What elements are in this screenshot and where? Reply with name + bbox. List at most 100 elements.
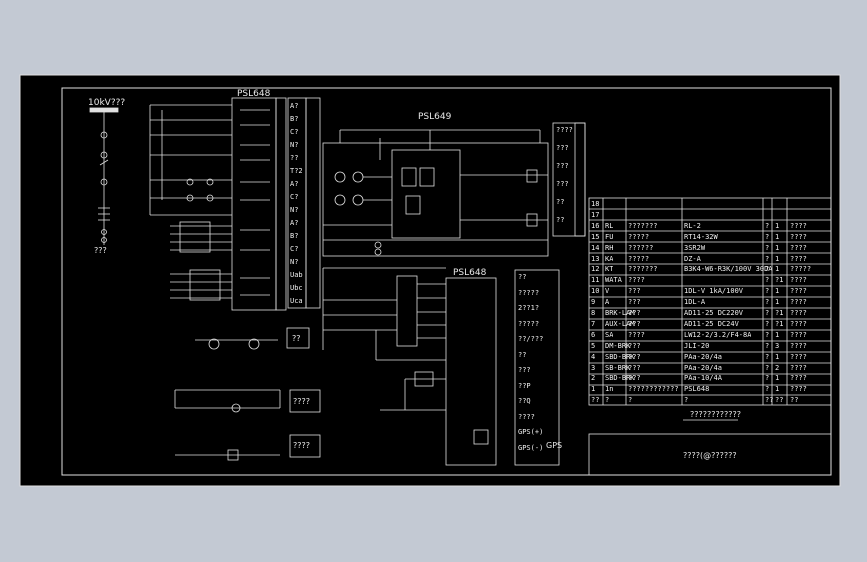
parts-cell-note: ???? <box>790 330 807 339</box>
parts-cell-no: 2 <box>591 374 596 383</box>
parts-cell-spec: RL-2 <box>684 221 701 230</box>
parts-cell-qty: ?? <box>775 396 784 405</box>
terminal-lower-label: 2??1? <box>518 304 540 312</box>
parts-cell-code: SBD-BRK <box>605 374 635 383</box>
parts-cell-unit: ? <box>765 276 770 285</box>
parts-cell-unit: ? <box>765 243 770 252</box>
parts-cell-name: ??? <box>628 352 641 361</box>
parts-cell-spec: PAa-20/4a <box>684 352 722 361</box>
parts-cell-no: 18 <box>591 200 600 208</box>
parts-cell-name: ??? <box>628 298 641 307</box>
parts-cell-code: SB-BRK <box>605 363 631 372</box>
parts-cell-spec: DZ-A <box>684 254 701 263</box>
parts-cell-unit: ? <box>765 221 770 230</box>
terminal-lower-label: ??P <box>518 381 531 390</box>
parts-cell-qty: 1 <box>775 298 780 307</box>
parts-cell-code: FU <box>605 232 614 241</box>
parts-cell-no: 4 <box>591 352 596 361</box>
parts-cell-spec: ? <box>684 396 689 405</box>
parts-cell-name: ?????? <box>628 243 654 252</box>
terminal-right-label: ???? <box>556 126 573 134</box>
parts-cell-unit: ? <box>765 385 770 394</box>
parts-cell-no: 9 <box>591 298 596 307</box>
parts-cell-code: 1n <box>605 385 614 394</box>
parts-table-caption: ???????????? <box>690 410 741 419</box>
parts-cell-code: RL <box>605 221 614 230</box>
parts-cell-name: ????? <box>628 232 650 241</box>
parts-cell-no: 17 <box>591 210 600 219</box>
parts-cell-unit: ? <box>765 254 770 263</box>
title-block-label: ????(@?????? <box>683 451 737 460</box>
parts-cell-qty: ?1 <box>775 319 784 328</box>
terminal-left-label: N? <box>290 141 299 149</box>
terminal-left-label: C? <box>290 193 299 201</box>
box-label-1: ?? <box>292 334 301 343</box>
parts-cell-no: 15 <box>591 232 600 241</box>
parts-cell-qty: 1 <box>775 385 780 394</box>
terminal-lower-label: ??Q <box>518 397 531 405</box>
box-label-2: ???? <box>293 397 310 406</box>
parts-cell-note: ???? <box>790 287 807 296</box>
parts-cell-code: DM-BRK <box>605 341 631 350</box>
parts-cell-note: ???? <box>790 254 807 263</box>
parts-cell-note: ???? <box>790 309 807 317</box>
terminal-lower-label: ????? <box>518 319 540 328</box>
parts-cell-no: 8 <box>591 309 596 317</box>
parts-cell-name: ??? <box>628 287 641 296</box>
parts-cell-unit: ? <box>765 298 770 307</box>
title-block <box>588 433 832 476</box>
terminal-left-label: A? <box>290 102 299 110</box>
parts-cell-name: ????? <box>628 254 650 263</box>
parts-cell-code: ? <box>605 396 610 405</box>
parts-cell-code: V <box>605 287 610 296</box>
gps-label: GPS <box>546 441 563 450</box>
parts-cell-no: 13 <box>591 254 600 263</box>
parts-cell-spec: B3K4-W6-R3K/100V 30DA <box>684 265 773 274</box>
terminal-right-label: ?? <box>556 198 565 206</box>
terminal-lower-label: ?? <box>518 350 527 359</box>
parts-cell-unit: ? <box>765 330 770 339</box>
terminal-lower-label: GPS(-) <box>518 443 544 452</box>
parts-cell-qty: 1 <box>775 352 780 361</box>
parts-cell-no: 11 <box>591 276 600 285</box>
parts-cell-qty: ?1 <box>775 309 784 317</box>
terminal-right-label: ?? <box>556 216 565 224</box>
relay-block-left <box>149 97 287 311</box>
parts-cell-name: ??? <box>628 309 641 317</box>
footnote: ??? <box>94 246 107 255</box>
parts-cell-spec: AD11-25 DC220V <box>684 309 744 317</box>
parts-cell-unit: ? <box>765 309 770 317</box>
parts-cell-no: 3 <box>591 363 596 372</box>
terminal-left-label: A? <box>290 219 299 227</box>
parts-cell-qty: 1 <box>775 232 780 241</box>
parts-cell-unit: ? <box>765 352 770 361</box>
terminal-lower-label: ??? <box>518 366 531 374</box>
terminal-left-label: C? <box>290 245 299 253</box>
parts-cell-spec: JLI-20 <box>684 341 710 350</box>
parts-cell-name: ??????? <box>628 265 658 274</box>
panel-title-lower: PSL648 <box>453 268 487 278</box>
terminal-lower-label: GPS(+) <box>518 428 544 436</box>
parts-cell-name: ??????? <box>628 221 658 230</box>
parts-cell-qty: 2 <box>775 363 780 372</box>
parts-cell-no: 14 <box>591 243 600 252</box>
parts-cell-note: ???? <box>790 232 807 241</box>
terminal-left-label: C? <box>290 128 299 136</box>
parts-cell-spec: PSL648 <box>684 385 710 394</box>
parts-cell-spec: RT14-32W <box>684 232 718 241</box>
parts-cell-no: 12 <box>591 265 600 274</box>
terminal-left-label: B? <box>290 232 299 240</box>
parts-cell-note: ???? <box>790 276 807 285</box>
parts-cell-unit: ? <box>765 341 770 350</box>
parts-cell-spec: 1DL-A <box>684 298 706 307</box>
parts-cell-qty: ?1 <box>775 276 784 285</box>
indicator-circuits <box>174 327 321 461</box>
panel-title-left: PSL648 <box>237 89 271 99</box>
parts-cell-no: 10 <box>591 287 600 296</box>
incoming-label: 10kV??? <box>88 98 126 108</box>
terminal-lower-label: ??/??? <box>518 335 544 343</box>
parts-cell-code: WATA <box>605 276 622 285</box>
parts-cell-name: ???? <box>628 330 645 339</box>
terminal-right-label: ??? <box>556 144 569 152</box>
